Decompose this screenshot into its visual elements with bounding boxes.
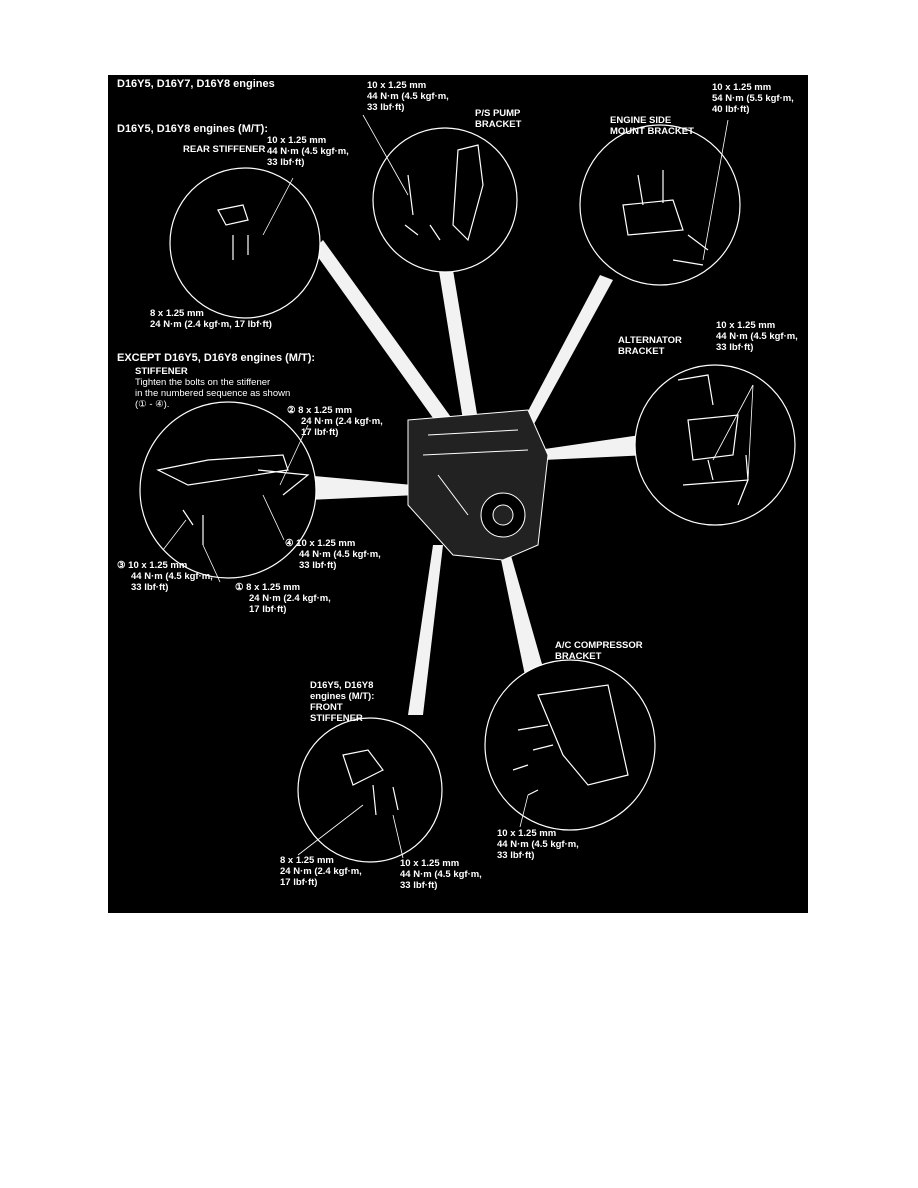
rear-stiffener-heading: D16Y5, D16Y8 engines (M/T): — [117, 123, 268, 135]
diagram-artwork — [139, 114, 796, 863]
view-beams — [303, 240, 648, 715]
leader-lines — [162, 114, 754, 859]
detail-circles — [139, 124, 796, 863]
stiffener-label: STIFFENER — [135, 366, 188, 377]
engine-assembly — [407, 409, 549, 561]
engine-bracket-diagram: D16Y5, D16Y7, D16Y8 engines D16Y5, D16Y8… — [108, 75, 808, 913]
stiffener-heading: EXCEPT D16Y5, D16Y8 engines (M/T): — [117, 352, 316, 364]
diagram-title: D16Y5, D16Y7, D16Y8 engines — [117, 78, 275, 90]
rear-stiffener-label: REAR STIFFENER — [183, 144, 266, 155]
